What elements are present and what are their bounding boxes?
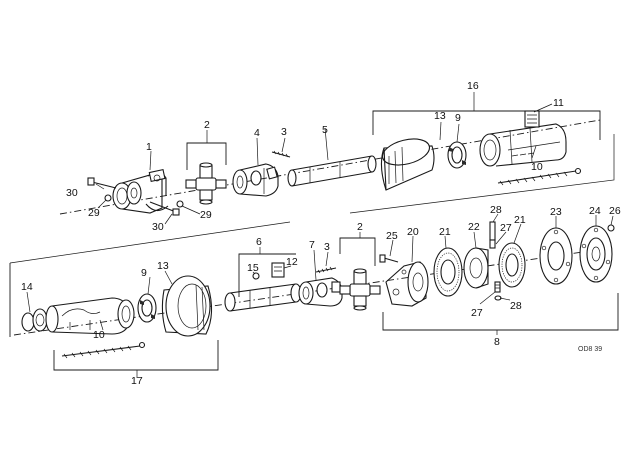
label-29-left: 29	[88, 207, 100, 219]
label-2-lower: 2	[357, 221, 363, 233]
label-28-upper: 28	[490, 204, 502, 216]
part-6-inner-tube-lower	[224, 283, 302, 312]
part-21-friction-disc-a	[433, 247, 463, 297]
part-29-nut-left	[104, 194, 112, 202]
label-13-lower: 13	[157, 260, 169, 272]
part-23-pressure-plate	[539, 227, 573, 285]
part-30-bolt-upper	[87, 177, 117, 189]
label-27-upper: 27	[500, 222, 512, 234]
label-8: 8	[494, 336, 500, 348]
label-7: 7	[309, 239, 315, 251]
label-13-upper: 13	[434, 110, 446, 122]
label-22: 22	[468, 221, 480, 233]
part-3-spring-pin	[271, 150, 291, 158]
part-13-guard-cone-lower	[161, 275, 213, 337]
label-10-upper: 10	[531, 161, 543, 173]
part-10-outer-tube-upper	[479, 123, 567, 167]
part-25-bolt	[379, 254, 399, 263]
label-30-lower: 30	[152, 221, 164, 233]
part-27-spring-upper	[489, 239, 496, 249]
label-17: 17	[131, 375, 143, 387]
part-3-spring-pin-lower	[315, 266, 337, 274]
part-7-inner-yoke-lower	[298, 277, 343, 307]
label-21-a: 21	[439, 226, 451, 238]
label-1: 1	[146, 141, 152, 153]
part-5-inner-tube	[287, 155, 377, 187]
part-safety-chain-upper	[497, 170, 577, 184]
part-21-friction-disc-b	[498, 242, 526, 288]
label-9-lower: 9	[141, 267, 147, 279]
part-24-end-flange	[579, 225, 613, 283]
label-6: 6	[256, 236, 262, 248]
label-21-b: 21	[514, 214, 526, 226]
part-9-bearing-ring-upper	[447, 141, 467, 169]
part-safety-chain-lower	[61, 345, 141, 357]
part-10-outer-tube-lower	[45, 297, 135, 335]
bracket-2-upper	[186, 142, 227, 170]
part-22-hub	[463, 247, 489, 289]
label-14: 14	[21, 281, 33, 293]
label-20: 20	[407, 226, 419, 238]
label-25: 25	[386, 230, 398, 242]
label-24: 24	[589, 205, 601, 217]
label-10-lower: 10	[93, 329, 105, 341]
callout-numbers: 1 2 3 4 5 13 9 16 11 10 30 29 29 30 14 1…	[21, 80, 621, 387]
bracket-17	[53, 340, 219, 371]
label-28-lower: 28	[510, 300, 522, 312]
part-26-nut	[607, 224, 615, 232]
part-30-bolt-lower	[149, 201, 180, 216]
part-29-nut-right	[176, 200, 184, 208]
part-14-end-cap	[21, 308, 48, 332]
label-12: 12	[286, 256, 298, 268]
label-11: 11	[553, 97, 564, 109]
label-16: 16	[467, 80, 479, 92]
label-3-upper: 3	[281, 126, 287, 138]
label-26: 26	[609, 205, 621, 217]
drawing-code: OD8 39	[578, 346, 602, 353]
bracket-2-lower	[339, 237, 376, 266]
part-4-inner-yoke	[232, 163, 279, 197]
leader-lines	[26, 103, 614, 331]
label-23: 23	[550, 206, 562, 218]
label-30-upper: 30	[66, 187, 78, 199]
part-1-yoke	[112, 168, 169, 214]
label-2-upper: 2	[204, 119, 210, 131]
label-29-right: 29	[200, 209, 212, 221]
label-3-lower: 3	[324, 241, 330, 253]
part-2-cross-journal-upper	[185, 162, 227, 205]
label-15: 15	[247, 262, 259, 274]
part-15-screw	[252, 272, 260, 280]
label-5: 5	[322, 124, 328, 136]
label-9-upper: 9	[455, 112, 461, 124]
part-13-guard-cone-upper	[380, 138, 435, 191]
bracket-6	[238, 253, 296, 297]
part-27-spring-lower	[494, 281, 501, 293]
part-12-label-tag	[271, 262, 285, 278]
bracket-8	[382, 293, 619, 331]
part-2-cross-journal-lower	[339, 268, 381, 311]
part-11-label-tag	[524, 110, 540, 128]
label-27-lower: 27	[471, 307, 483, 319]
label-4: 4	[254, 127, 260, 139]
part-20-flange-yoke	[385, 261, 429, 307]
upper-shaft-axis	[59, 119, 601, 215]
bracket-16	[372, 110, 601, 140]
part-9-bearing-ring-lower	[137, 293, 157, 323]
part-28-pin-upper	[489, 221, 496, 241]
